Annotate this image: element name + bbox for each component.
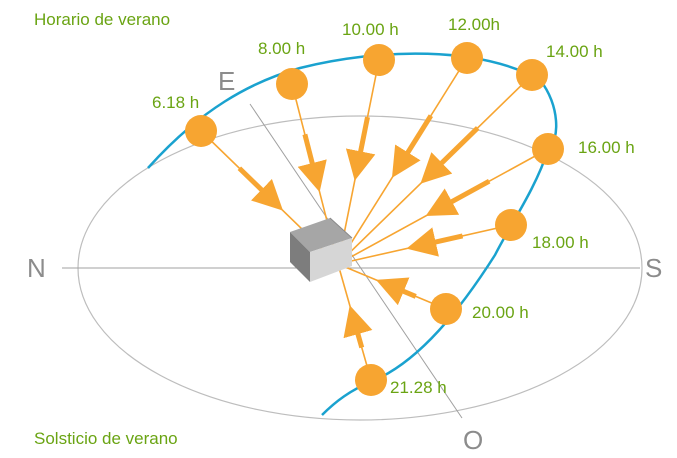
sun-icon — [355, 364, 387, 396]
sun-icon — [516, 59, 548, 91]
diagram-title: Horario de verano — [34, 10, 170, 29]
east-west-axis — [249, 103, 463, 419]
sun-ray-arrow — [425, 179, 491, 217]
sun-positions — [185, 42, 564, 396]
time-label: 21.28 h — [390, 378, 447, 397]
sun-icon — [185, 115, 217, 147]
time-label: 8.00 h — [258, 39, 305, 58]
sun-icon — [363, 44, 395, 76]
diagram-caption: Solsticio de verano — [34, 429, 178, 448]
sun-ray-arrow — [343, 305, 373, 349]
sun-icon — [532, 133, 564, 165]
building-icon — [290, 217, 353, 282]
time-label: 14.00 h — [546, 42, 603, 61]
time-labels: 6.18 h 8.00 h 10.00 h 12.00h 14.00 h 16.00 h 1… — [152, 15, 635, 397]
cardinal-south: S — [645, 253, 662, 283]
sun-path — [147, 52, 558, 416]
time-label: 20.00 h — [472, 303, 529, 322]
cardinal-east: E — [218, 66, 235, 96]
sun-icon — [430, 293, 462, 325]
sun-ray-arrow — [391, 114, 433, 178]
sun-icon — [276, 68, 308, 100]
cardinal-north: N — [27, 253, 46, 283]
sun-ray-arrow — [406, 227, 464, 257]
sun-ray-arrow — [375, 277, 417, 306]
sun-ray-arrow — [297, 133, 327, 193]
time-label: 12.00h — [448, 15, 500, 34]
sun-ray-arrow — [345, 116, 376, 181]
cardinal-west: O — [463, 425, 483, 455]
time-label: 16.00 h — [578, 138, 635, 157]
time-label: 6.18 h — [152, 93, 199, 112]
sun-ray-arrow — [420, 126, 480, 184]
sun-ray-arrow — [237, 166, 284, 211]
sun-rays — [200, 57, 549, 381]
time-label: 18.00 h — [532, 233, 589, 252]
time-label: 10.00 h — [342, 20, 399, 39]
sun-icon — [451, 42, 483, 74]
sun-icon — [495, 209, 527, 241]
